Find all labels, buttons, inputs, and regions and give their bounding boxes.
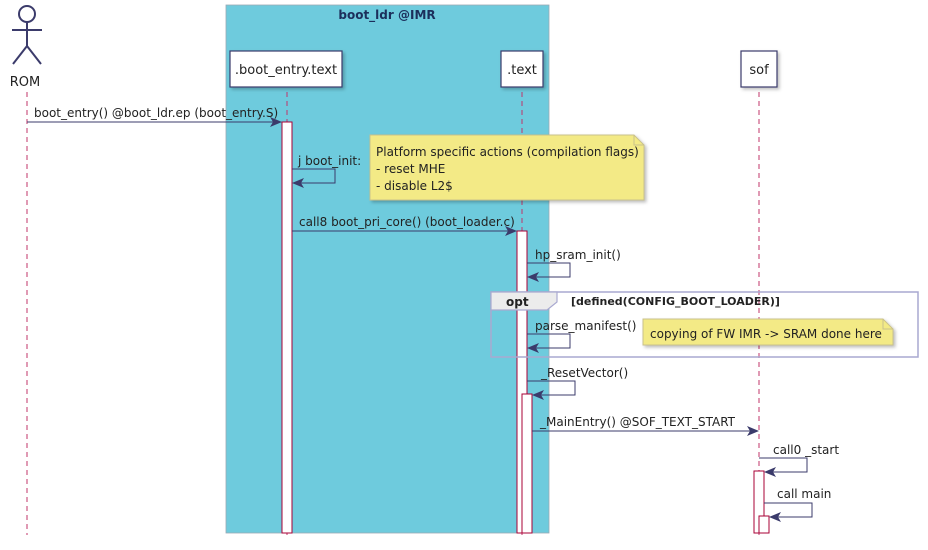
message-label-boot-pri-core: call8 boot_pri_core() (boot_loader.c) bbox=[299, 215, 515, 229]
rom-actor-icon bbox=[12, 5, 42, 65]
message-arrow-call-main bbox=[764, 502, 813, 522]
message-arrow-boot-init bbox=[292, 168, 336, 188]
note-copying bbox=[642, 318, 894, 346]
imr-box-title: boot_ldr @IMR bbox=[338, 8, 435, 23]
message-label-boot-init: j boot_init: bbox=[297, 154, 361, 168]
participant-boot-entry bbox=[229, 50, 343, 88]
note-platform-line-3: - disable L2$ bbox=[376, 179, 453, 193]
opt-fragment-tab bbox=[490, 291, 558, 311]
note-platform-fold bbox=[633, 135, 644, 146]
imr-box bbox=[225, 4, 550, 534]
message-label-reset-vector: _ResetVector() bbox=[540, 366, 628, 380]
activation-text-nested bbox=[521, 393, 533, 534]
opt-fragment bbox=[490, 291, 919, 358]
activation-boot-entry bbox=[281, 121, 293, 534]
note-copying-fold bbox=[882, 319, 893, 330]
message-arrow-reset-vector bbox=[527, 380, 576, 400]
activation-sof-nested bbox=[758, 515, 770, 534]
note-copying-text: copying of FW IMR -> SRAM done here bbox=[650, 327, 882, 341]
message-label-call-main: call main bbox=[777, 487, 831, 501]
rom-label: ROM bbox=[10, 75, 40, 90]
participant-text bbox=[500, 50, 544, 88]
message-label-boot-entry: boot_entry() @boot_ldr.ep (boot_entry.S) bbox=[34, 106, 278, 120]
note-platform bbox=[369, 134, 645, 201]
message-arrow-hp-sram-init bbox=[527, 262, 571, 282]
opt-fragment-keyword: opt bbox=[506, 295, 529, 309]
participant-boot-entry-label: .boot_entry.text bbox=[235, 63, 337, 78]
opt-fragment-guard: [defined(CONFIG_BOOT_LOADER)] bbox=[571, 295, 780, 308]
participant-text-label: .text bbox=[507, 63, 537, 78]
note-platform-line-1: Platform specific actions (compilation f… bbox=[376, 145, 639, 159]
message-arrow-parse-manifest bbox=[527, 333, 571, 353]
participant-sof bbox=[740, 50, 778, 88]
message-label-parse-manifest: parse_manifest() bbox=[535, 319, 636, 333]
message-arrow-call0-start bbox=[759, 457, 808, 477]
message-label-hp-sram-init: hp_sram_init() bbox=[535, 248, 621, 262]
note-platform-line-2: - reset MHE bbox=[376, 162, 445, 176]
participant-sof-label: sof bbox=[749, 63, 769, 78]
message-label-call0-start: call0 _start bbox=[773, 443, 839, 457]
message-label-main-entry: _MainEntry() @SOF_TEXT_START bbox=[539, 415, 736, 429]
